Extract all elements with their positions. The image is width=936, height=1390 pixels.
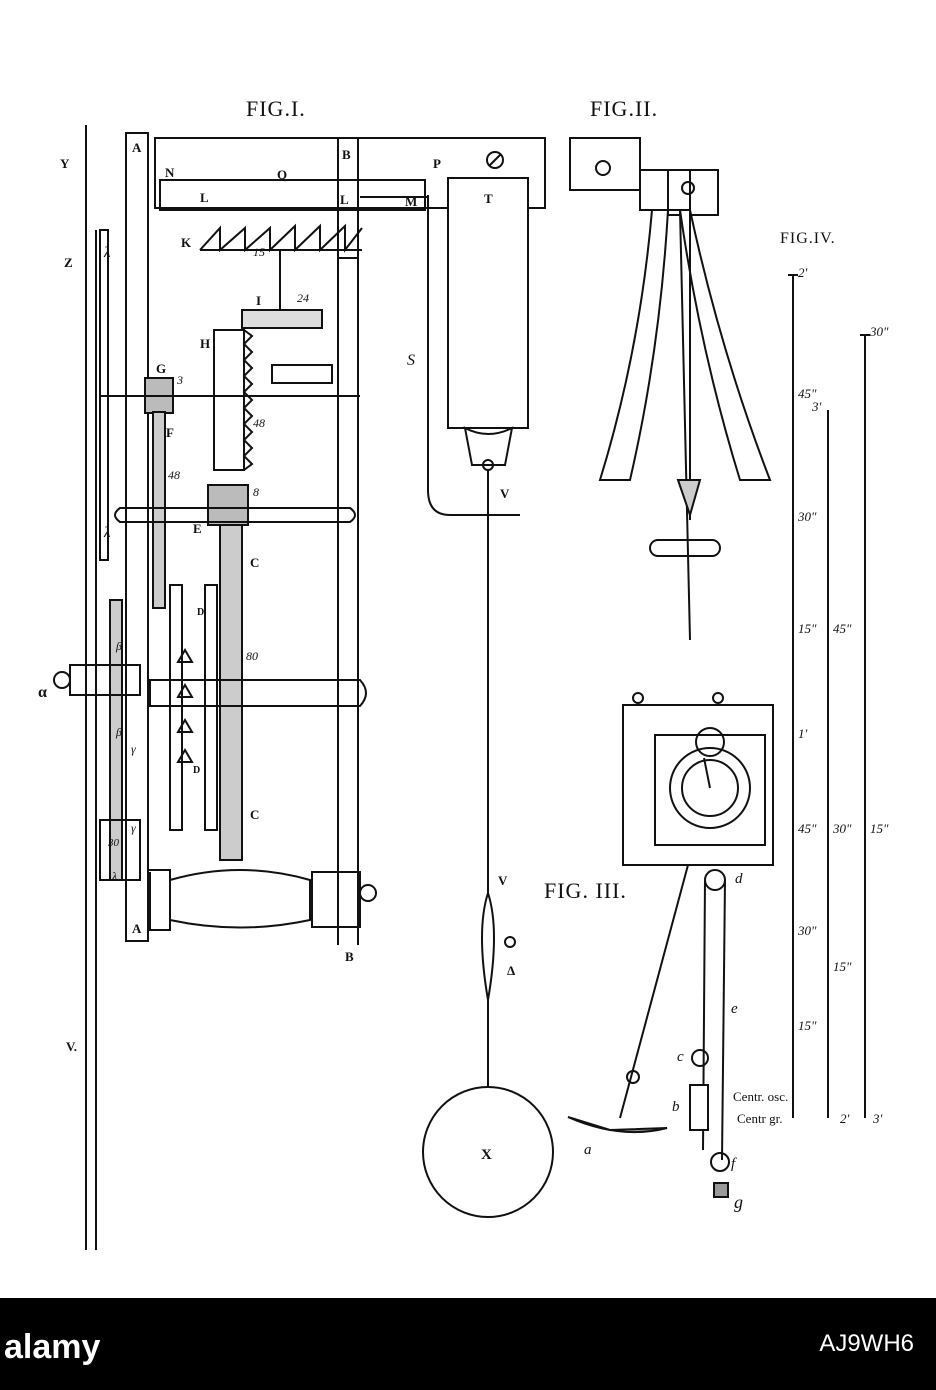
label-15: 15 <box>253 245 265 259</box>
label-B-bottom: B <box>345 949 354 964</box>
scale2-15sec: 15" <box>833 959 852 974</box>
label-a: a <box>584 1142 592 1158</box>
label-delta: Δ <box>507 963 516 978</box>
scale3-15sec: 15" <box>870 821 889 836</box>
fig1-frame <box>154 137 546 945</box>
label-centr-osc: Centr. osc. <box>733 1089 789 1104</box>
label-V-left: V. <box>66 1039 77 1054</box>
fig4-scale-lines <box>788 274 870 1118</box>
label-lambda-bottom: λ <box>112 869 118 883</box>
scale2-45sec: 45" <box>833 621 852 636</box>
fig3-title: FIG. III. <box>544 878 627 903</box>
label-g: g <box>734 1192 743 1212</box>
label-3: 3 <box>177 373 183 387</box>
label-I: I <box>256 293 262 308</box>
label-centr-gr: Centr gr. <box>737 1111 783 1126</box>
fig1-crutch-S <box>360 195 520 516</box>
label-A-bottom: A <box>132 921 142 936</box>
label-Z: Z <box>64 255 73 270</box>
label-Y: Y <box>60 156 70 171</box>
label-X: X <box>481 1147 492 1163</box>
label-alpha: α <box>38 684 47 701</box>
scale1-30sec-b: 30" <box>798 923 817 938</box>
label-F: F <box>166 425 174 440</box>
engraving-drawing <box>53 125 870 1250</box>
label-E: E <box>193 521 202 536</box>
label-e: e <box>731 1001 738 1017</box>
label-M: M <box>405 194 418 209</box>
label-48-rack: 48 <box>253 416 265 430</box>
label-C-top: C <box>250 555 260 570</box>
scale3-30sec: 30" <box>870 324 889 339</box>
engraving-plate: FIG.I. FIG.II. FIG. III. FIG.IV. A A B B… <box>38 96 889 1250</box>
fig1-gear-I <box>213 250 323 471</box>
fig3-clock-case <box>622 692 774 866</box>
label-P: P <box>433 156 441 171</box>
fig3-pendulum <box>567 864 730 1198</box>
label-beta-top: β <box>116 639 122 653</box>
label-T: T <box>484 191 493 206</box>
scale1-45sec-b: 45" <box>798 821 817 836</box>
fig1-dial-train <box>53 599 141 881</box>
fig1-wheel-C <box>114 484 356 861</box>
fig4-title: FIG.IV. <box>780 230 836 247</box>
scale1-15sec-a: 15" <box>798 621 817 636</box>
scale1-45sec-a: 45" <box>798 386 817 401</box>
scale3-3min: 3' <box>873 1111 883 1126</box>
label-V-bottom: V <box>498 873 508 888</box>
label-b: b <box>672 1099 680 1115</box>
fig1-title: FIG.I. <box>246 96 306 121</box>
label-N: N <box>165 165 175 180</box>
label-L-left: L <box>200 190 209 205</box>
fig1-barrel <box>147 869 377 931</box>
label-beta-bottom: β <box>116 725 122 739</box>
scale2-2min: 2' <box>840 1111 850 1126</box>
scale1-30sec-a: 30" <box>798 509 817 524</box>
label-V-top: V <box>500 486 510 501</box>
scale2-3min: 3' <box>812 399 822 414</box>
label-lambda-top: λ <box>104 245 111 261</box>
scale2-30sec: 30" <box>833 821 852 836</box>
label-lambda-mid: λ <box>104 525 111 541</box>
label-Q: Q <box>277 167 288 182</box>
alamy-logo-icon: alamy <box>4 1328 100 1366</box>
label-gamma-bottom: γ <box>131 821 136 835</box>
label-B-top: B <box>342 147 351 162</box>
label-C-bottom: C <box>250 807 260 822</box>
label-8: 8 <box>253 485 259 499</box>
label-30: 30 <box>108 837 119 849</box>
label-D-bottom: D <box>193 765 201 776</box>
label-f: f <box>731 1156 736 1172</box>
watermark-band: alamy AJ9WH6 <box>0 1298 936 1390</box>
fig1-escapement-D <box>149 584 367 831</box>
fig2-suspension <box>569 137 772 641</box>
label-48-wheel: 48 <box>168 468 180 482</box>
label-S: S <box>407 352 415 369</box>
label-gamma-top: γ <box>131 742 136 756</box>
label-D-top: D <box>197 607 205 618</box>
label-c: c <box>677 1049 684 1065</box>
alamy-logo-text: alamy <box>4 1328 100 1366</box>
fig1-pendulum <box>422 426 554 1218</box>
scale1-2min: 2' <box>798 265 808 280</box>
label-24: 24 <box>297 291 309 305</box>
image-id: AJ9WH6 <box>819 1330 914 1357</box>
fig2-title: FIG.II. <box>590 96 659 121</box>
label-A-top: A <box>132 140 142 155</box>
fig1-wheel-F <box>100 364 360 609</box>
scale1-1min: 1' <box>798 726 808 741</box>
label-H: H <box>200 336 211 351</box>
label-G: G <box>156 361 167 376</box>
label-80: 80 <box>246 649 258 663</box>
label-L-right: L <box>340 192 349 207</box>
label-K: K <box>181 235 192 250</box>
label-d: d <box>735 871 743 887</box>
scale1-15sec-b: 15" <box>798 1018 817 1033</box>
